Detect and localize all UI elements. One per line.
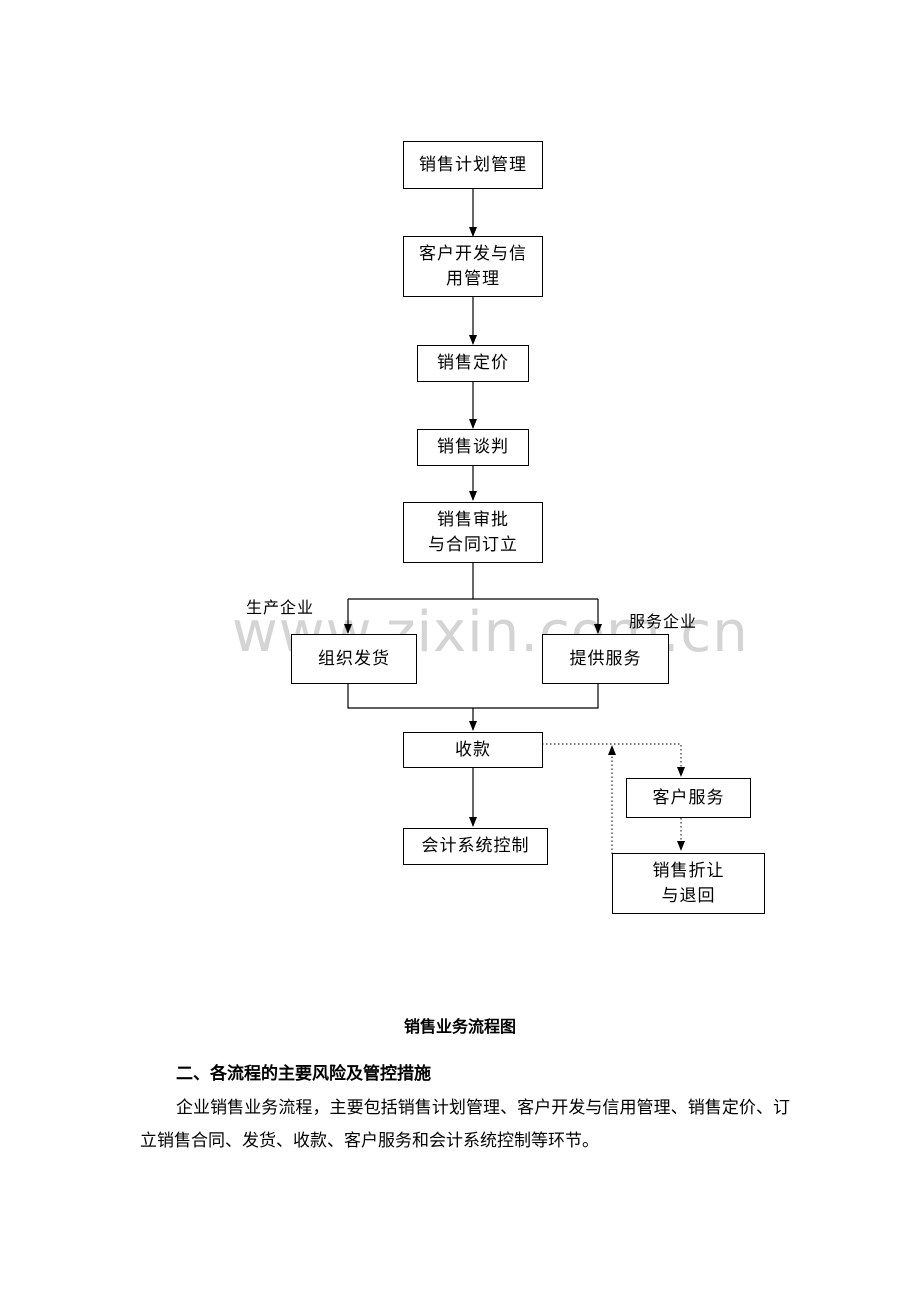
- box-sales-negotiation: 销售谈判: [417, 429, 529, 466]
- body-paragraph: 企业销售业务流程，主要包括销售计划管理、客户开发与信用管理、销售定价、订立销售合…: [140, 1098, 790, 1151]
- section-heading: 二、各流程的主要风险及管控措施: [176, 1064, 431, 1084]
- box-customer-service: 客户服务: [626, 778, 751, 818]
- box-accounting-control: 会计系统控制: [403, 828, 548, 865]
- label-service-enterprise: 服务企业: [629, 612, 698, 631]
- figure-caption: 销售业务流程图: [403, 1017, 516, 1036]
- box-provide-service: 提供服务: [542, 634, 669, 684]
- box-sales-pricing: 销售定价: [417, 345, 529, 382]
- label-production-enterprise: 生产企业: [246, 598, 315, 617]
- box-organize-delivery: 组织发货: [291, 634, 417, 684]
- box-customer-development: 客户开发与信 用管理: [403, 236, 543, 297]
- dotted-collection-to-customer-service: [542, 743, 685, 777]
- box-sales-plan: 销售计划管理: [403, 141, 543, 189]
- box-collection: 收款: [403, 732, 543, 768]
- box-discount-return: 销售折让 与退回: [612, 853, 765, 914]
- merge-connector: [347, 684, 599, 709]
- box-sales-approval: 销售审批 与合同订立: [403, 502, 543, 563]
- flowchart-connectors: [344, 189, 685, 854]
- branch-connector: [348, 563, 474, 600]
